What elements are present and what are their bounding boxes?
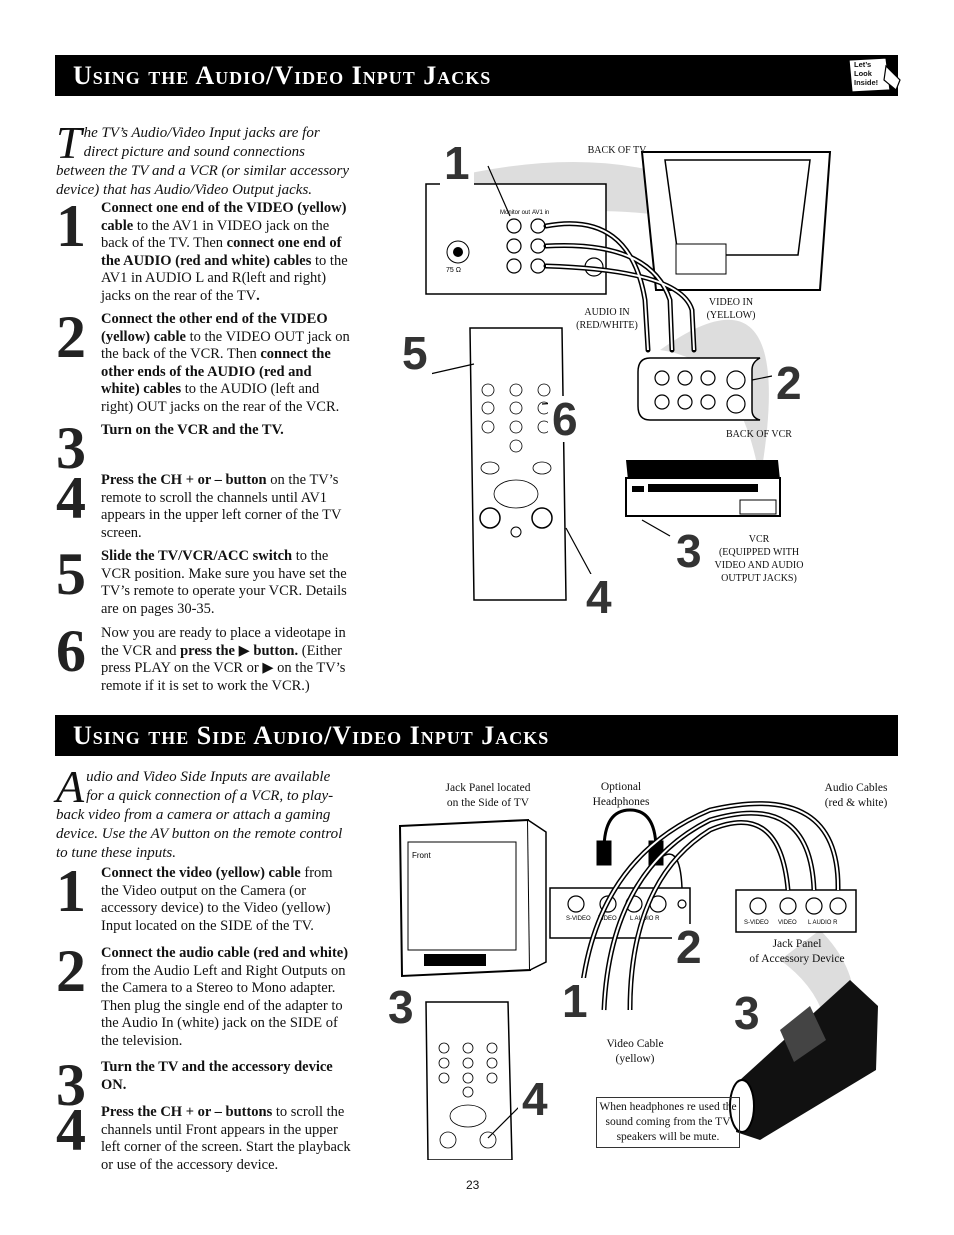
callout-3: 3 [672,528,706,574]
s2-step-text-1: Connect the video (yellow) cable from th… [101,865,333,934]
s1-step-text-2: Connect the other end of the VIDEO (yell… [101,311,350,415]
intro-drop-cap: T [56,117,82,168]
badge-icon [848,57,901,93]
lets-look-inside-badge: Let’s Look Inside! [846,56,902,96]
av1-in-label: AV1 in [532,210,549,216]
s1-step-number-2: 2 [56,304,86,370]
acc-audio-label: L AUDIO R [808,920,838,926]
section-1-title-text: Using the Audio/Video Input Jacks [73,60,492,90]
acc-svideo-label: S-VIDEO [744,920,769,926]
s2-step-text-3: Turn the TV and the accessory device ON. [101,1059,333,1093]
back-of-vcr-label: BACK OF VCR [726,429,792,440]
s1-step-text-6: Now you are ready to place a videotape i… [101,625,346,694]
s2-step-number-3: 3 [56,1052,86,1118]
badge-text: Let’s Look Inside! [854,60,879,87]
video-in-label: VIDEO IN (YELLOW) [706,297,756,321]
jack-panel-side-label: Jack Panel located on the Side of TV [445,782,531,809]
audio-in-label: AUDIO IN (RED/WHITE) [576,307,638,331]
s1-step-text-1: Connect one end of the VIDEO (yellow) ca… [101,200,348,304]
tv-front [398,818,547,978]
acc-video-label: VIDEO [778,920,797,926]
callout-1: 1 [440,140,474,186]
s1-step-number-4: 4 [56,465,86,531]
s2-step-number-2: 2 [56,938,86,1004]
side-video-label: VIDEO [598,916,617,922]
remote-control [469,327,567,601]
callout-6: 6 [548,396,582,442]
side-jack-panel [549,887,691,939]
s2-step-number-1: 1 [56,858,86,924]
s2-step-text-2: Connect the audio cable (red and white) … [101,945,349,1049]
s1-step-number-6: 6 [56,618,86,684]
callout-s2-3b: 3 [730,990,764,1036]
callout-s2-2: 2 [672,924,706,970]
intro-text: he TV’s Audio/Video Input jacks are for … [56,125,350,198]
s2-step-text-4: Press the CH + or – buttons to scroll th… [101,1104,351,1173]
callout-4: 4 [582,574,616,620]
monitor-out-label: Monitor out [500,210,530,216]
section-2-title-text: Using the Side Audio/Video Input Jacks [73,720,550,750]
s1-step-text-4: Press the CH + or – button on the TV’s r… [101,472,342,541]
s1-step-number-3: 3 [56,415,86,481]
callout-5: 5 [398,330,432,376]
callout-2: 2 [772,360,806,406]
section-2-title: Using the Side Audio/Video Input Jacks [55,715,898,756]
callout-s2-4: 4 [518,1076,552,1122]
s1-step-text-5: Slide the TV/VCR/ACC switch to the VCR p… [101,548,347,617]
s1-step-number-1: 1 [56,193,86,259]
vcr-label: VCR (EQUIPPED WITH VIDEO AND AUDIO OUTPU… [714,534,804,584]
callout-s2-3a: 3 [384,984,418,1030]
remote-control-2 [425,1001,513,1160]
camcorder [729,980,878,1140]
s2-step-number-4: 4 [56,1097,86,1163]
headphones-note: When headphones re used the sound coming… [596,1097,740,1148]
page-number: 23 [466,1178,480,1192]
ohm-label: 75 Ω [446,267,461,274]
intro-2-text: udio and Video Side Inputs are available… [56,769,343,861]
video-cable-label: Video Cable (yellow) [606,1038,664,1065]
s1-step-number-5: 5 [56,541,86,607]
jack-panel-accessory-label: Jack Panel of Accessory Device [749,938,845,965]
side-svideo-label: S-VIDEO [566,916,591,922]
vcr-connection-diagram: Monitor out AV1 in 75 Ω [425,151,832,601]
callout-s2-1: 1 [558,978,592,1024]
side-av-diagram: Front S-VIDEO VIDEO L AUDIO R S-VIDEO VI… [398,801,878,1160]
vcr-unit [625,460,781,517]
s1-step-text-3: Turn on the VCR and the TV. [101,422,284,438]
intro-2-drop-cap: A [56,761,85,812]
audio-cables-label: Audio Cables (red & white) [824,782,888,809]
back-of-tv-label: BACK OF TV [587,145,647,156]
front-label: Front [412,851,431,860]
optional-headphones-label: Optional Headphones [592,781,650,808]
section-1-title: Using the Audio/Video Input Jacks [55,55,898,96]
